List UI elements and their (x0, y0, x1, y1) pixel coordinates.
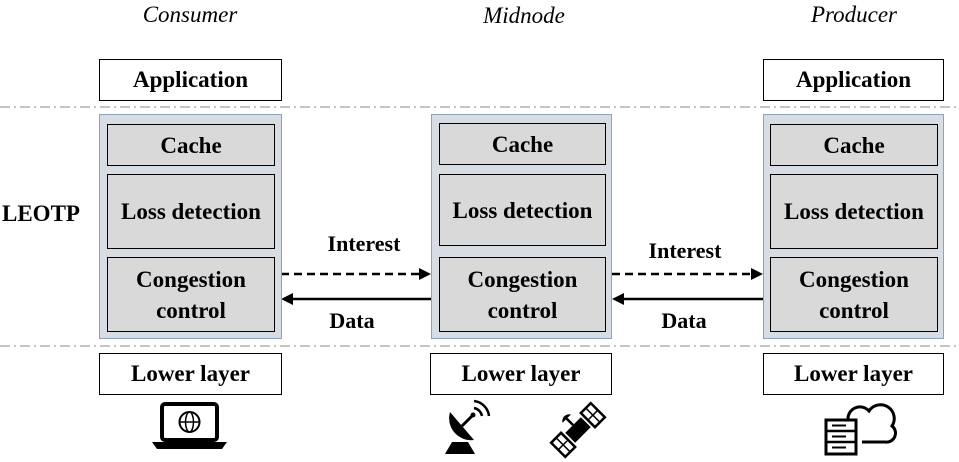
midnode-loss-detection: Loss detection (439, 174, 606, 246)
midnode-leotp-stack: Cache Loss detection Congestion control (431, 114, 612, 339)
consumer-lower-layer: Lower layer (99, 353, 282, 395)
consumer-title: Consumer (142, 2, 238, 27)
consumer-cache: Cache (107, 124, 275, 166)
consumer-congestion-control: Congestion control (107, 257, 275, 332)
server-cloud-icon (824, 403, 897, 456)
interest-label-2: Interest (648, 238, 722, 263)
interest-label-1: Interest (327, 231, 401, 256)
data-label-1: Data (329, 308, 375, 333)
satellite-icon (549, 401, 607, 459)
laptop-globe-icon (152, 402, 227, 449)
producer-loss-detection: Loss detection (770, 174, 938, 249)
interest-arrowhead-1 (419, 268, 431, 280)
producer-leotp-stack: Cache Loss detection Congestion control (763, 114, 944, 339)
midnode-cache: Cache (439, 123, 606, 165)
satellite-dish-icon (445, 399, 491, 454)
producer-application-box: Application (763, 59, 944, 101)
leotp-label: LEOTP (2, 201, 80, 226)
producer-congestion-control: Congestion control (770, 257, 938, 332)
producer-title: Producer (810, 2, 897, 27)
consumer-leotp-stack: Cache Loss detection Congestion control (99, 114, 282, 339)
midnode-title: Midnode (483, 3, 565, 28)
consumer-application-box: Application (99, 59, 282, 101)
producer-cache: Cache (770, 124, 938, 166)
data-arrowhead-2 (612, 293, 624, 305)
data-arrowhead-1 (281, 293, 293, 305)
interest-arrowhead-2 (751, 268, 763, 280)
midnode-congestion-control: Congestion control (439, 257, 606, 332)
producer-lower-layer: Lower layer (763, 353, 944, 395)
midnode-lower-layer: Lower layer (430, 353, 612, 395)
data-label-2: Data (661, 308, 707, 333)
consumer-loss-detection: Loss detection (107, 174, 275, 249)
